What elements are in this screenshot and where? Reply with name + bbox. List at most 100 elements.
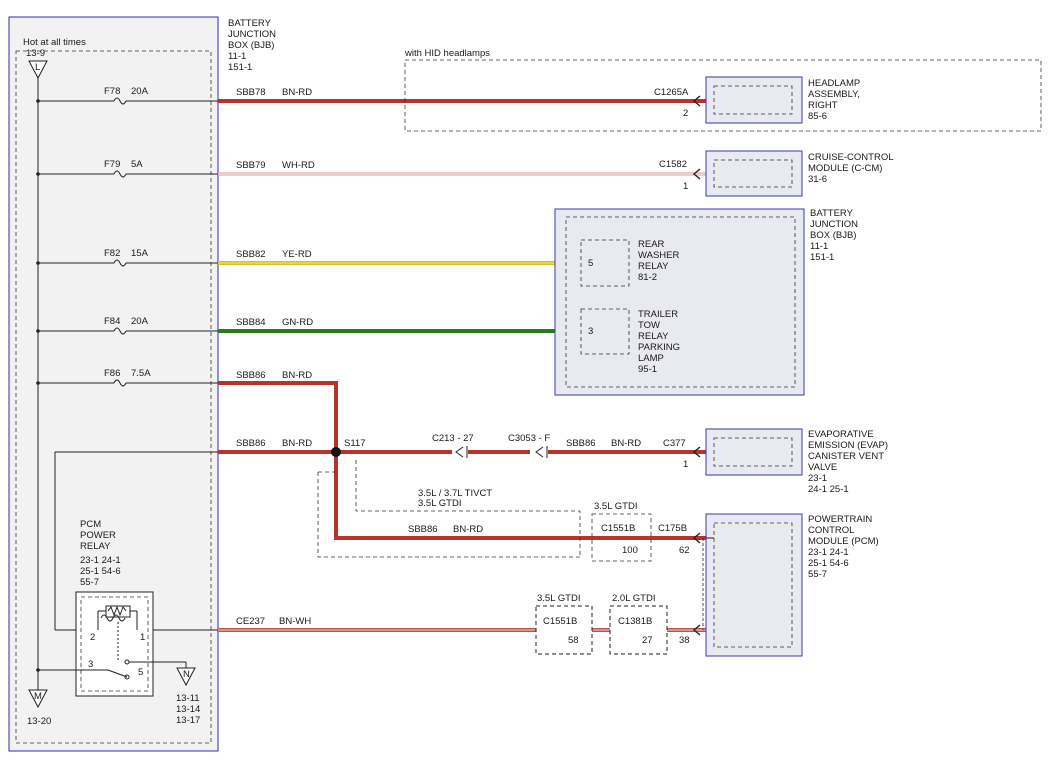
- svg-text:REAR: REAR: [638, 239, 665, 250]
- svg-text:BOX (BJB): BOX (BJB): [810, 230, 856, 241]
- svg-text:HEADLAMP: HEADLAMP: [808, 78, 860, 89]
- wire-sbb86-color: BN-RD: [282, 370, 312, 381]
- svg-text:L: L: [35, 62, 40, 73]
- fuse-f78: F78 20A: [36, 86, 218, 105]
- svg-text:LAMP: LAMP: [638, 353, 664, 364]
- svg-text:C3053 - F: C3053 - F: [508, 433, 550, 444]
- fuse-f79: F79 5A: [36, 159, 218, 178]
- svg-text:151-1: 151-1: [810, 252, 834, 263]
- svg-text:13-14: 13-14: [176, 704, 200, 715]
- wire-sbb79-color: WH-RD: [282, 160, 315, 171]
- svg-text:23-1 24-1: 23-1 24-1: [80, 555, 121, 566]
- svg-text:55-7: 55-7: [808, 569, 827, 580]
- svg-text:PCM: PCM: [80, 519, 101, 530]
- svg-text:ASSEMBLY,: ASSEMBLY,: [808, 89, 860, 100]
- cruise-control-module: C1582 1 CRUISE-CONTROL MODULE (C-CM) 31-…: [659, 150, 894, 197]
- fuse-f84: F84 20A: [36, 316, 218, 335]
- svg-text:3.5L GTDI: 3.5L GTDI: [594, 501, 637, 512]
- svg-text:BATTERY: BATTERY: [228, 18, 272, 29]
- svg-text:25-1 54-6: 25-1 54-6: [80, 566, 121, 577]
- svg-text:3.5L GTDI: 3.5L GTDI: [418, 498, 461, 509]
- svg-text:C1582: C1582: [659, 159, 687, 170]
- svg-text:2.0L GTDI: 2.0L GTDI: [612, 593, 655, 604]
- svg-text:25-1 54-6: 25-1 54-6: [808, 558, 849, 569]
- svg-text:13-17: 13-17: [176, 715, 200, 726]
- svg-text:F79: F79: [104, 159, 120, 170]
- svg-text:7.5A: 7.5A: [131, 368, 151, 379]
- trailer-tow-relay: 3 TRAILER TOW RELAY PARKING LAMP 95-1: [580, 308, 680, 375]
- svg-text:EMISSION (EVAP): EMISSION (EVAP): [808, 440, 888, 451]
- wire-sbb86c-id: SBB86: [566, 438, 596, 449]
- connector-c1551b-top: 3.5L GTDI C1551B 100: [591, 501, 652, 562]
- wire-sbb84-id: SBB84: [236, 317, 266, 328]
- svg-text:20A: 20A: [131, 316, 149, 327]
- hid-label: with HID headlamps: [404, 48, 490, 59]
- wire-sbb78-color: BN-RD: [282, 87, 312, 98]
- wire-sbb86b-id: SBB86: [236, 438, 266, 449]
- wire-sbb86-main: [218, 381, 586, 540]
- svg-text:PARKING: PARKING: [638, 342, 680, 353]
- wire-sbb86d-color: BN-RD: [453, 524, 483, 535]
- pcm-power-relay: 2 1 3 5: [36, 591, 187, 697]
- svg-text:23-1 24-1: 23-1 24-1: [808, 547, 849, 558]
- svg-text:CANISTER VENT: CANISTER VENT: [808, 451, 884, 462]
- svg-text:11-1: 11-1: [228, 51, 246, 62]
- svg-text:RELAY: RELAY: [638, 261, 669, 272]
- svg-text:MODULE (C-CM): MODULE (C-CM): [808, 163, 882, 174]
- svg-text:5: 5: [588, 258, 593, 269]
- top-ref: 13-9: [26, 48, 45, 59]
- svg-text:1: 1: [683, 181, 688, 192]
- svg-text:3: 3: [588, 326, 593, 337]
- svg-text:N: N: [183, 669, 190, 680]
- svg-text:5A: 5A: [131, 159, 143, 170]
- wire-sbb82-id: SBB82: [236, 249, 266, 260]
- svg-text:WASHER: WASHER: [638, 250, 679, 261]
- svg-text:VALVE: VALVE: [808, 462, 837, 473]
- bjb-left-title: BATTERY JUNCTION BOX (BJB) 11-1 151-1: [228, 18, 276, 73]
- bjb-right: BATTERY JUNCTION BOX (BJB) 11-1 151-1: [554, 208, 858, 396]
- pin-38: 38: [679, 635, 690, 646]
- svg-text:JUNCTION: JUNCTION: [228, 29, 276, 40]
- wire-sbb86c-color: BN-RD: [611, 438, 641, 449]
- connector-c1381b: 2.0L GTDI C1381B 27: [609, 593, 668, 655]
- top-ref-triangle: L: [28, 60, 48, 80]
- svg-text:C1381B: C1381B: [618, 616, 652, 627]
- svg-text:2: 2: [90, 632, 95, 643]
- svg-text:C1551B: C1551B: [601, 523, 635, 534]
- svg-text:1: 1: [140, 632, 145, 643]
- svg-text:1: 1: [683, 459, 688, 470]
- svg-text:F82: F82: [104, 248, 120, 259]
- svg-text:F86: F86: [104, 368, 120, 379]
- svg-text:100: 100: [622, 545, 638, 556]
- svg-text:RELAY: RELAY: [638, 331, 669, 342]
- svg-text:81-2: 81-2: [638, 272, 657, 283]
- svg-text:23-1: 23-1: [808, 473, 827, 484]
- svg-text:20A: 20A: [131, 86, 149, 97]
- splice-s117: [331, 447, 341, 457]
- svg-text:BATTERY: BATTERY: [810, 208, 854, 219]
- inline-c213: C213 - 27: [432, 433, 474, 460]
- pin-62: 62: [679, 545, 690, 556]
- svg-text:C377: C377: [663, 438, 686, 449]
- svg-text:11-1: 11-1: [810, 241, 828, 252]
- wire-ce237-id: CE237: [236, 616, 265, 627]
- svg-text:JUNCTION: JUNCTION: [810, 219, 858, 230]
- svg-text:2: 2: [683, 108, 688, 119]
- svg-text:TOW: TOW: [638, 320, 660, 331]
- rear-washer-relay: 5 REAR WASHER RELAY 81-2: [580, 239, 679, 287]
- svg-text:POWERTRAIN: POWERTRAIN: [808, 514, 872, 525]
- wire-sbb84-color: GN-RD: [282, 317, 313, 328]
- svg-text:F84: F84: [104, 316, 120, 327]
- svg-text:85-6: 85-6: [808, 111, 827, 122]
- svg-text:TRAILER: TRAILER: [638, 309, 678, 320]
- bjb-left-inner: [15, 50, 212, 744]
- connector-c1551b-bot: 3.5L GTDI C1551B 58: [535, 593, 593, 655]
- svg-text:C1551B: C1551B: [543, 616, 577, 627]
- wire-sbb86b-color: BN-RD: [282, 438, 312, 449]
- svg-text:CONTROL: CONTROL: [808, 525, 854, 536]
- svg-text:BOX (BJB): BOX (BJB): [228, 40, 274, 51]
- svg-text:95-1: 95-1: [638, 364, 657, 375]
- evap-canister-vent-valve: C377 1 EVAPORATIVE EMISSION (EVAP) CANIS…: [663, 428, 888, 495]
- wire-sbb86-id: SBB86: [236, 370, 266, 381]
